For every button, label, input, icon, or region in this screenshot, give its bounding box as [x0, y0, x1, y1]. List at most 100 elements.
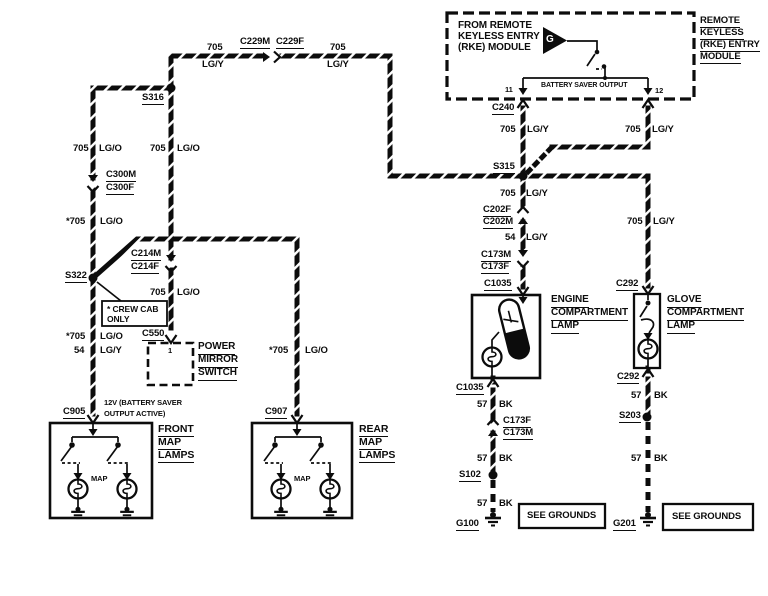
rear-map-bulb-right — [319, 478, 341, 500]
wire-gauge: 705 — [150, 143, 166, 154]
splice-s102 — [488, 470, 498, 480]
splice-dots — [69, 49, 652, 480]
wire-gauge: 705 — [73, 143, 89, 154]
pin-number-11: 11 — [505, 85, 513, 94]
connector-label-c202m: C202M — [483, 216, 514, 229]
ground-front-right — [119, 505, 135, 520]
wire-color: BK — [499, 399, 513, 410]
wire-color: LG/O — [100, 216, 123, 227]
switch-dashes — [62, 68, 602, 464]
engine-compartment-lamp-box — [470, 293, 542, 380]
connector-label-c173f-ground: C173F — [503, 415, 532, 428]
map-bulb-label: MAP — [91, 474, 108, 483]
wire-gauge: 705 — [500, 188, 516, 199]
bulb-symbols — [67, 338, 659, 500]
connector-label-c300f: C300F — [106, 182, 135, 195]
wire-color: BK — [499, 498, 513, 509]
rke-module-box — [445, 11, 696, 101]
splice-label-s322: S322 — [65, 270, 87, 283]
connector-c173 — [516, 248, 530, 269]
engine-lamp-label: COMPARTMENT — [551, 307, 628, 321]
wire-gauge: 705 — [627, 216, 643, 227]
wire-color: LG/O — [177, 143, 200, 154]
front-map-bulb-right — [116, 478, 138, 500]
ground-label-g100: G100 — [456, 518, 479, 531]
connector-label-c214f: C214F — [131, 261, 160, 274]
ground-front-left — [70, 505, 86, 520]
glove-lamp-bulb — [637, 338, 659, 360]
wire-color: LG/Y — [653, 216, 675, 227]
battery-saver-output-label: BATTERY SAVER OUTPUT — [541, 82, 628, 89]
connector-label-c214m: C214M — [131, 248, 162, 261]
wire-color: LG/O — [305, 345, 328, 356]
wire-gauge: 705 — [150, 287, 166, 298]
power-mirror-switch-label: POWER — [198, 341, 235, 355]
splice-label-s102: S102 — [459, 469, 481, 482]
connector-label-c905: C905 — [63, 406, 86, 419]
wire-diagonal-to-s315 — [522, 145, 554, 178]
connector-label-c229f: C229F — [276, 36, 305, 49]
wire-gauge: 57 — [631, 453, 642, 464]
wire-color: LG/Y — [527, 124, 549, 135]
rke-gate-triangle-icon — [543, 27, 567, 54]
see-grounds-note: SEE GROUNDS — [527, 510, 597, 521]
wire-gauge: 705 — [207, 42, 223, 53]
battery-saver-note: OUTPUT ACTIVE) — [104, 409, 166, 418]
connector-label-c202f: C202F — [483, 204, 512, 217]
wire-color: LG/Y — [526, 232, 548, 243]
connector-label-c240: C240 — [492, 102, 515, 115]
mirror-switch-pin: 1 — [168, 346, 173, 355]
wire-gauge: 57 — [477, 498, 488, 509]
connector-c202 — [516, 205, 530, 226]
internal-circuit-lines — [60, 40, 655, 507]
glove-lamp-label: COMPARTMENT — [667, 307, 744, 321]
wire-color: LG/Y — [652, 124, 674, 135]
ground-rear-right — [322, 505, 338, 520]
pin-number-12: 12 — [655, 86, 664, 95]
wire-gauge: 705 — [625, 124, 641, 135]
ground-label-g201: G201 — [613, 518, 636, 531]
splice-s316 — [166, 83, 176, 93]
wire-gauge: 57 — [477, 399, 488, 410]
rear-map-lamps-label: MAP — [359, 436, 382, 451]
splice-s203 — [642, 412, 652, 422]
battery-saver-note: 12V (BATTERY SAVER — [104, 398, 182, 407]
engine-lamp-bulb — [481, 346, 503, 368]
rke-side-label: (RKE) ENTRY — [700, 39, 760, 52]
see-grounds-left-box — [517, 502, 607, 530]
rear-map-bulb-left — [270, 478, 292, 500]
ground-g201 — [638, 510, 658, 527]
rke-side-label: REMOTE — [700, 15, 741, 28]
crew-cab-note: ONLY — [107, 314, 130, 324]
connector-c229 — [261, 50, 282, 64]
rke-from-label: (RKE) MODULE — [458, 42, 531, 53]
rear-map-lamps-label: REAR — [359, 423, 388, 438]
see-grounds-note: SEE GROUNDS — [672, 511, 742, 522]
connector-label-c1035: C1035 — [484, 278, 512, 291]
connector-label-c229m: C229M — [240, 36, 271, 49]
hatched-wires — [89, 53, 651, 475]
connector-label-c300m: C300M — [106, 169, 137, 182]
front-map-bulb-left — [67, 478, 89, 500]
ground-rear-left — [273, 505, 289, 520]
wire-color: LG/O — [99, 143, 122, 154]
wire-color: BK — [654, 453, 668, 464]
wire-color: LG/Y — [202, 59, 224, 70]
connector-label-c292: C292 — [616, 278, 639, 291]
power-mirror-switch-label: MIRROR — [198, 354, 238, 368]
dashed-ground-wires — [490, 422, 651, 512]
rear-map-lamps-box — [250, 421, 354, 520]
connector-label-c173m: C173M — [481, 249, 512, 262]
splice-s315 — [518, 171, 528, 181]
wire-gauge: 705 — [500, 124, 516, 135]
front-map-lamps-label: LAMPS — [158, 449, 194, 464]
wire-gauge: *705 — [269, 345, 289, 356]
splice-s322 — [88, 273, 98, 283]
engine-lamp-label: ENGINE — [551, 294, 589, 308]
wire-gauge: 57 — [631, 390, 642, 401]
rear-map-lamps-label: LAMPS — [359, 449, 395, 464]
ground-g100 — [483, 510, 503, 527]
connector-label-c173f: C173F — [481, 261, 510, 274]
